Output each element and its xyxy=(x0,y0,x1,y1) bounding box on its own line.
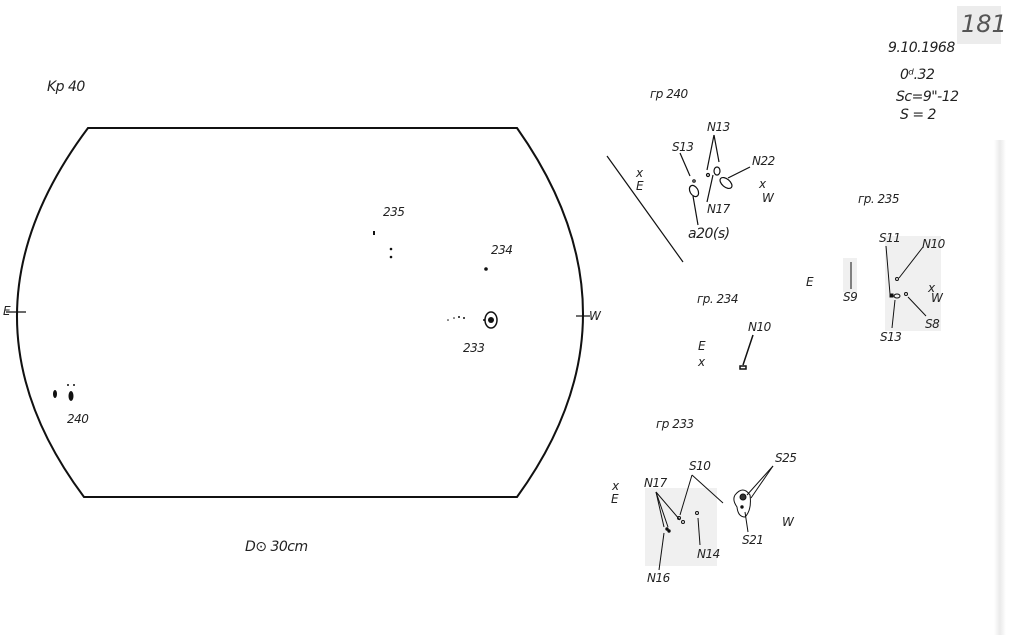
sketch-235-lines xyxy=(850,245,927,329)
sketch-234-lines xyxy=(739,334,754,370)
sketch-label: S11 xyxy=(879,231,901,245)
sketch-label: N17 xyxy=(644,476,667,490)
page-number-box: 181 xyxy=(957,6,1007,44)
sketch-label: S25 xyxy=(775,451,797,465)
sketch-label: E xyxy=(806,275,814,289)
sketch-label: E xyxy=(636,179,644,193)
observation-date: 9.10.1968 xyxy=(888,40,955,56)
sketch-label: N17 xyxy=(707,202,730,216)
seeing-value: Sc=9"-12 xyxy=(896,89,959,105)
sketch-label: N10 xyxy=(748,320,771,334)
sketch-label: x xyxy=(612,479,619,493)
sketch-233-title: гр 233 xyxy=(656,417,694,431)
sketch-label: N13 xyxy=(707,120,730,134)
observation-time: 0ᵈ.32 xyxy=(900,67,935,83)
group-label-240: 240 xyxy=(67,412,89,426)
sketch-240-lines xyxy=(606,134,751,263)
sketch-240-title: гр 240 xyxy=(650,87,688,101)
sketch-234-title: гр. 234 xyxy=(697,292,738,306)
sketch-label: N14 xyxy=(697,547,720,561)
sketch-label: S9 xyxy=(843,290,858,304)
sketch-label: E xyxy=(611,492,619,506)
sketch-233-shade xyxy=(645,488,717,566)
sketch-235-s9-shade xyxy=(843,258,857,292)
disk-diameter: D⊙ 30cm xyxy=(245,539,308,555)
disk-west-label: W xyxy=(589,309,601,323)
sketch-label: a20(s) xyxy=(688,226,730,242)
solar-disk-outline xyxy=(16,127,584,498)
sketch-label: E xyxy=(698,339,706,353)
sketch-label: N22 xyxy=(752,154,775,168)
disk-label: Kp 40 xyxy=(47,79,85,95)
sketch-label: x xyxy=(698,355,705,369)
sketch-label: x xyxy=(759,177,766,191)
sketch-label: x xyxy=(928,281,935,295)
sketch-235-title: гр. 235 xyxy=(858,192,899,206)
sketch-label: S13 xyxy=(672,140,694,154)
sketch-233-lines xyxy=(655,465,774,571)
sketch-label: S10 xyxy=(689,459,711,473)
sketch-label: S13 xyxy=(880,330,902,344)
sketch-label: W xyxy=(931,291,943,305)
sketch-label: S21 xyxy=(742,533,764,547)
sketch-label: N16 xyxy=(647,571,670,585)
group-label-233: 233 xyxy=(463,341,485,355)
sketch-label: N10 xyxy=(922,237,945,251)
sketch-label: S8 xyxy=(925,317,940,331)
sketch-label: x xyxy=(636,166,643,180)
group-label-235: 235 xyxy=(383,205,405,219)
scan-edge-shadow xyxy=(994,140,1006,635)
sketch-label: W xyxy=(762,191,774,205)
quality-value: S = 2 xyxy=(900,107,936,123)
sketch-label: W xyxy=(782,515,794,529)
group-label-234: 234 xyxy=(491,243,513,257)
page-number: 181 xyxy=(961,10,1007,38)
sketch-235-shade xyxy=(885,236,941,331)
disk-east-label: E xyxy=(3,304,11,318)
disk-spots xyxy=(53,231,498,401)
